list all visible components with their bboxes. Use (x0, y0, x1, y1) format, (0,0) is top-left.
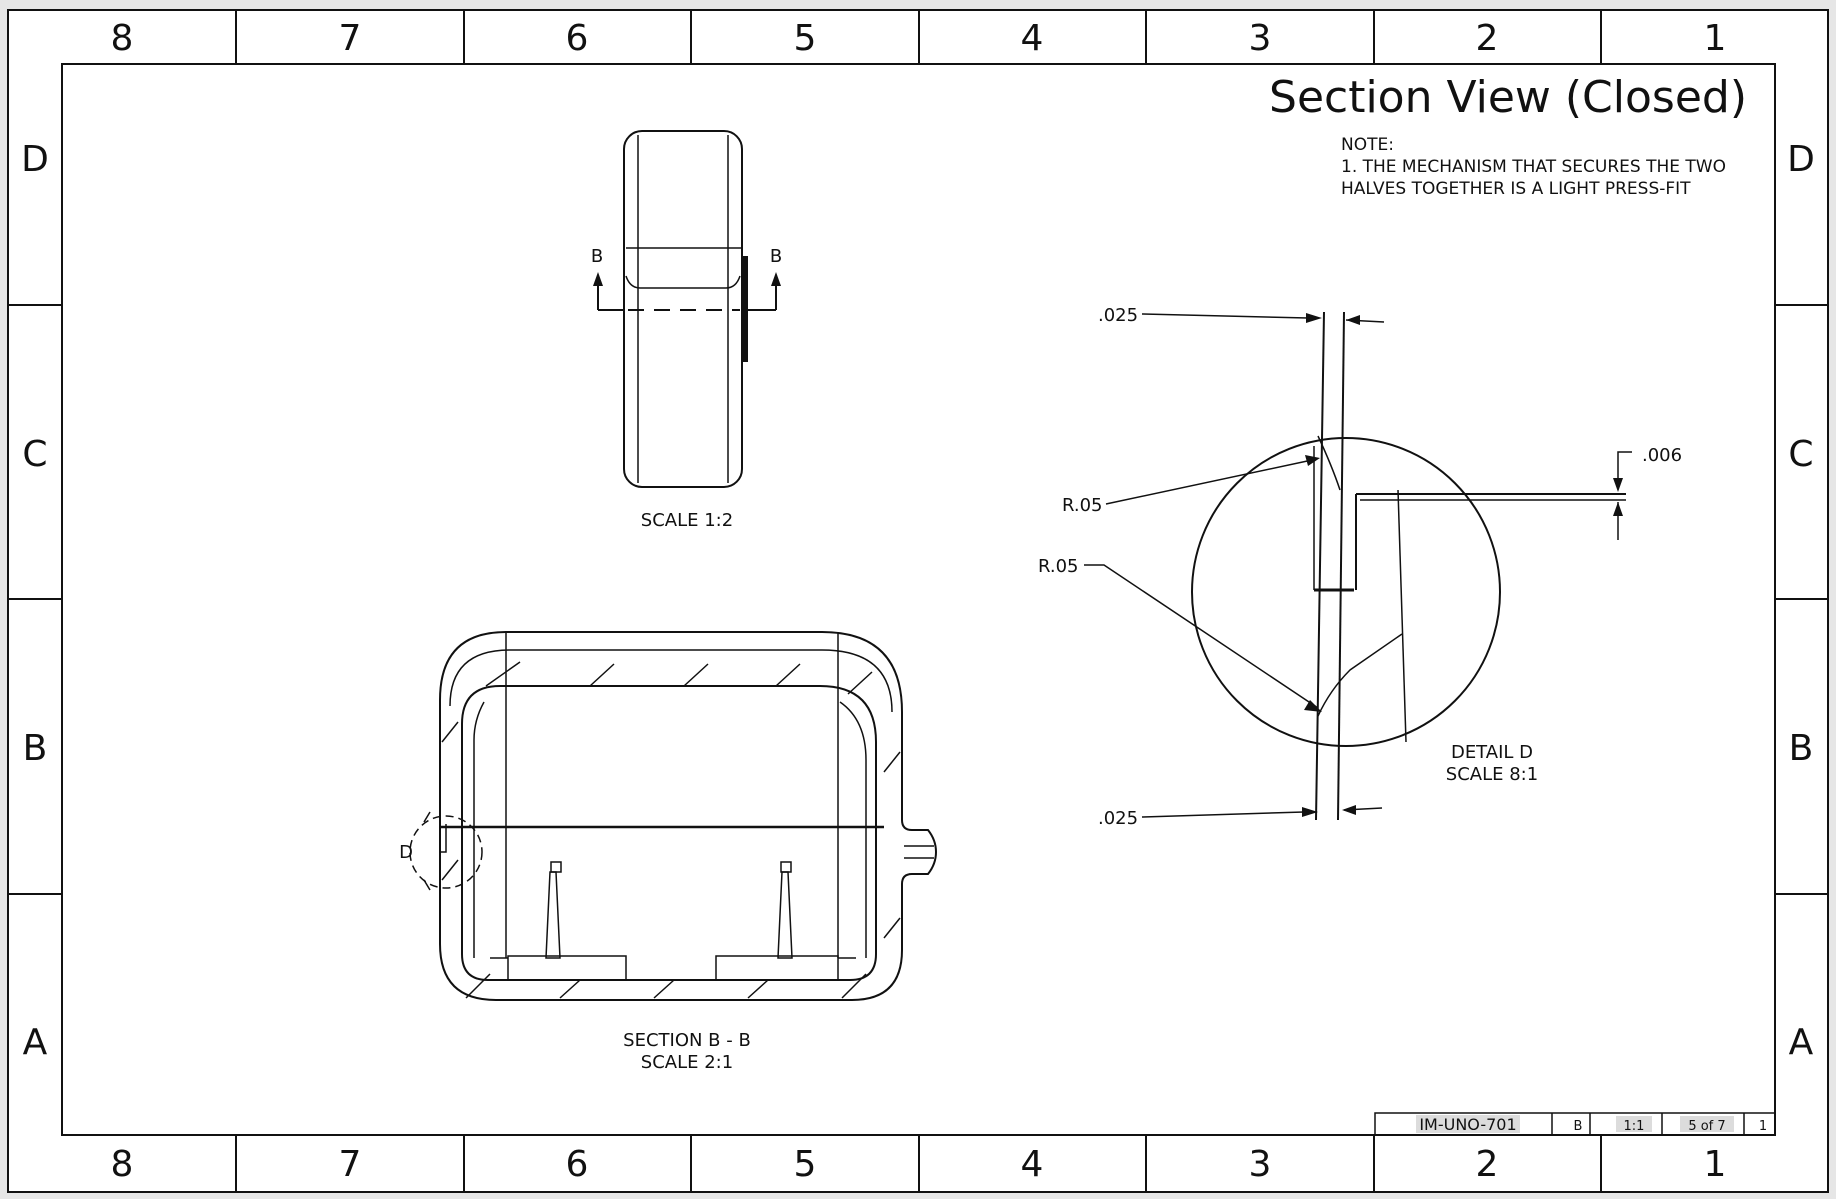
zone-row-c-right: C (1788, 434, 1813, 475)
zone-col-3-bottom: 3 (1249, 1144, 1272, 1185)
title-block-size: B (1574, 1119, 1583, 1134)
sheet-title: Section View (Closed) (1269, 72, 1747, 123)
zone-col-6-bottom: 6 (566, 1144, 589, 1185)
zone-col-8-top: 8 (111, 18, 134, 59)
zone-row-a-right: A (1789, 1022, 1814, 1063)
side-view-scale: SCALE 1:2 (641, 510, 733, 531)
dim-top-wall: .025 (1098, 305, 1138, 326)
title-block-revision: 1 (1759, 1119, 1767, 1134)
zone-col-4-bottom: 4 (1021, 1144, 1044, 1185)
zone-row-b-right: B (1789, 728, 1814, 769)
zone-col-5-bottom: 5 (794, 1144, 817, 1185)
zone-col-1-bottom: 1 (1704, 1144, 1727, 1185)
note-line-1: 1. THE MECHANISM THAT SECURES THE TWO (1341, 157, 1726, 177)
zone-col-1-top: 1 (1704, 18, 1727, 59)
section-letter-right: B (770, 246, 782, 267)
zone-dividers (8, 10, 1828, 1192)
note-heading: NOTE: (1341, 135, 1394, 155)
title-block (1374, 1112, 1776, 1136)
zone-col-2-top: 2 (1476, 18, 1499, 59)
title-block-sheet: 5 of 7 (1688, 1119, 1725, 1134)
dim-radius-lower: R.05 (1038, 556, 1079, 577)
zone-col-5-top: 5 (794, 18, 817, 59)
dim-radius-upper: R.05 (1062, 495, 1103, 516)
zone-col-8-bottom: 8 (111, 1144, 134, 1185)
section-view (409, 631, 938, 1001)
zone-row-a-left: A (23, 1022, 48, 1063)
zone-row-b-left: B (23, 728, 48, 769)
section-view-scale: SCALE 2:1 (641, 1052, 733, 1073)
zone-col-7-bottom: 7 (339, 1144, 362, 1185)
zone-row-c-left: C (22, 434, 47, 475)
zone-row-d-right: D (1787, 139, 1815, 180)
detail-view (1084, 311, 1632, 821)
section-view-title: SECTION B - B (623, 1030, 751, 1051)
zone-col-4-top: 4 (1021, 18, 1044, 59)
detail-callout-letter: D (399, 842, 413, 863)
note-line-2: HALVES TOGETHER IS A LIGHT PRESS-FIT (1341, 179, 1691, 199)
drawing-frame (61, 63, 1776, 1136)
title-block-scale: 1:1 (1624, 1119, 1645, 1134)
title-block-drawing-number: IM-UNO-701 (1419, 1115, 1516, 1134)
detail-view-title: DETAIL D (1451, 742, 1533, 763)
side-view (593, 130, 781, 488)
detail-view-scale: SCALE 8:1 (1446, 764, 1538, 785)
section-letter-left: B (591, 246, 603, 267)
zone-col-6-top: 6 (566, 18, 589, 59)
zone-col-7-top: 7 (339, 18, 362, 59)
dim-gap: .006 (1642, 445, 1682, 466)
zone-col-3-top: 3 (1249, 18, 1272, 59)
dim-bottom-wall: .025 (1098, 808, 1138, 829)
zone-row-d-left: D (21, 139, 49, 180)
zone-col-2-bottom: 2 (1476, 1144, 1499, 1185)
